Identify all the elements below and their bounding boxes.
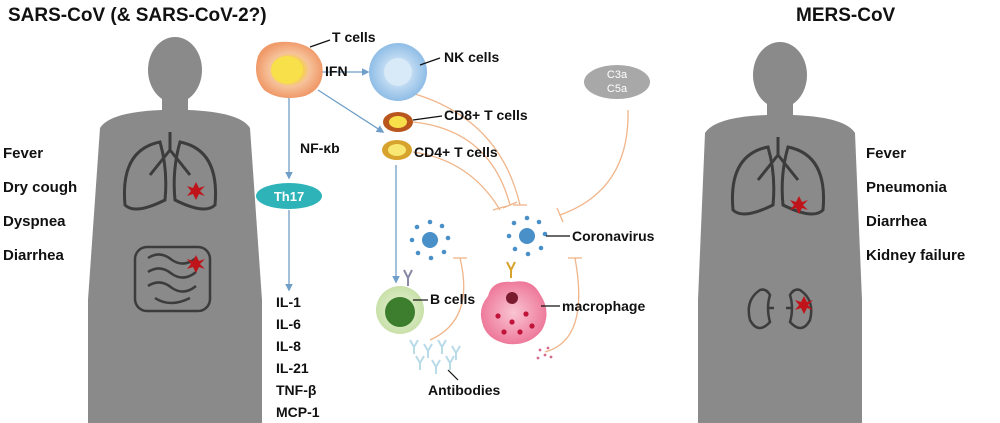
left-intestine-lesion-icon xyxy=(187,255,205,273)
th17-label: Th17 xyxy=(274,189,304,204)
macrophage-cell xyxy=(480,281,547,345)
cytokine-il8: IL-8 xyxy=(276,338,301,354)
c3a-label: C3a xyxy=(607,69,628,81)
b-cell xyxy=(376,286,424,334)
left-lung-lesion-icon xyxy=(187,182,205,200)
right-title: MERS-CoV xyxy=(796,5,896,26)
cytokine-tnf-beta: TNF-β xyxy=(276,382,317,398)
b-cells-label: B cells xyxy=(430,291,475,307)
nfkb-label: NF-κb xyxy=(300,140,340,156)
left-intestines xyxy=(133,245,212,313)
right-lung-lesion-icon xyxy=(790,196,808,214)
right-body-silhouette xyxy=(698,42,862,423)
antibodies-label: Antibodies xyxy=(428,382,501,398)
coronavirus-label: Coronavirus xyxy=(572,228,655,244)
nk-cells-label: NK cells xyxy=(444,49,499,65)
right-symptom-kidney-failure: Kidney failure xyxy=(866,247,965,264)
left-body-silhouette xyxy=(88,37,262,423)
macrophage-label: macrophage xyxy=(562,298,645,314)
left-symptom-dry-cough: Dry cough xyxy=(3,179,77,196)
nk-cell xyxy=(369,43,427,101)
pathway-arrows xyxy=(285,68,400,292)
cytokine-il21: IL-21 xyxy=(276,360,309,376)
t-cell xyxy=(256,41,323,98)
right-symptom-fever: Fever xyxy=(866,145,906,162)
th17-cell xyxy=(256,183,322,209)
cytokine-il6: IL-6 xyxy=(276,316,301,332)
right-symptom-diarrhea: Diarrhea xyxy=(866,213,928,230)
cytokine-dots xyxy=(536,346,553,360)
cytokine-il1: IL-1 xyxy=(276,294,301,310)
right-symptom-pneumonia: Pneumonia xyxy=(866,179,948,196)
left-symptom-fever: Fever xyxy=(3,145,43,162)
antibodies-icon xyxy=(409,339,461,374)
ifn-label: IFN xyxy=(325,63,348,79)
t-cells-label: T cells xyxy=(332,29,376,45)
cd8-t-cell xyxy=(383,112,413,132)
coronavirus-particle xyxy=(506,215,548,257)
left-symptom-diarrhea: Diarrhea xyxy=(3,247,65,264)
macrophage-receptor xyxy=(506,261,516,278)
virus-particle-left xyxy=(409,219,451,261)
cd4-t-cells-label: CD4+ T cells xyxy=(414,144,498,160)
left-lungs xyxy=(122,132,218,211)
cd4-t-cell xyxy=(382,140,412,160)
b-cell-receptor xyxy=(403,269,413,286)
left-symptom-dyspnea: Dyspnea xyxy=(3,213,66,230)
right-kidney-lesion-icon xyxy=(795,296,813,314)
complement-c3a-c5a xyxy=(584,65,650,99)
inhibition-lines xyxy=(412,93,629,353)
right-lungs xyxy=(730,137,826,216)
left-title: SARS-CoV (& SARS-CoV-2?) xyxy=(8,5,267,26)
cytokine-mcp1: MCP-1 xyxy=(276,404,320,420)
c5a-label: C5a xyxy=(607,83,628,95)
cd8-t-cells-label: CD8+ T cells xyxy=(444,107,528,123)
